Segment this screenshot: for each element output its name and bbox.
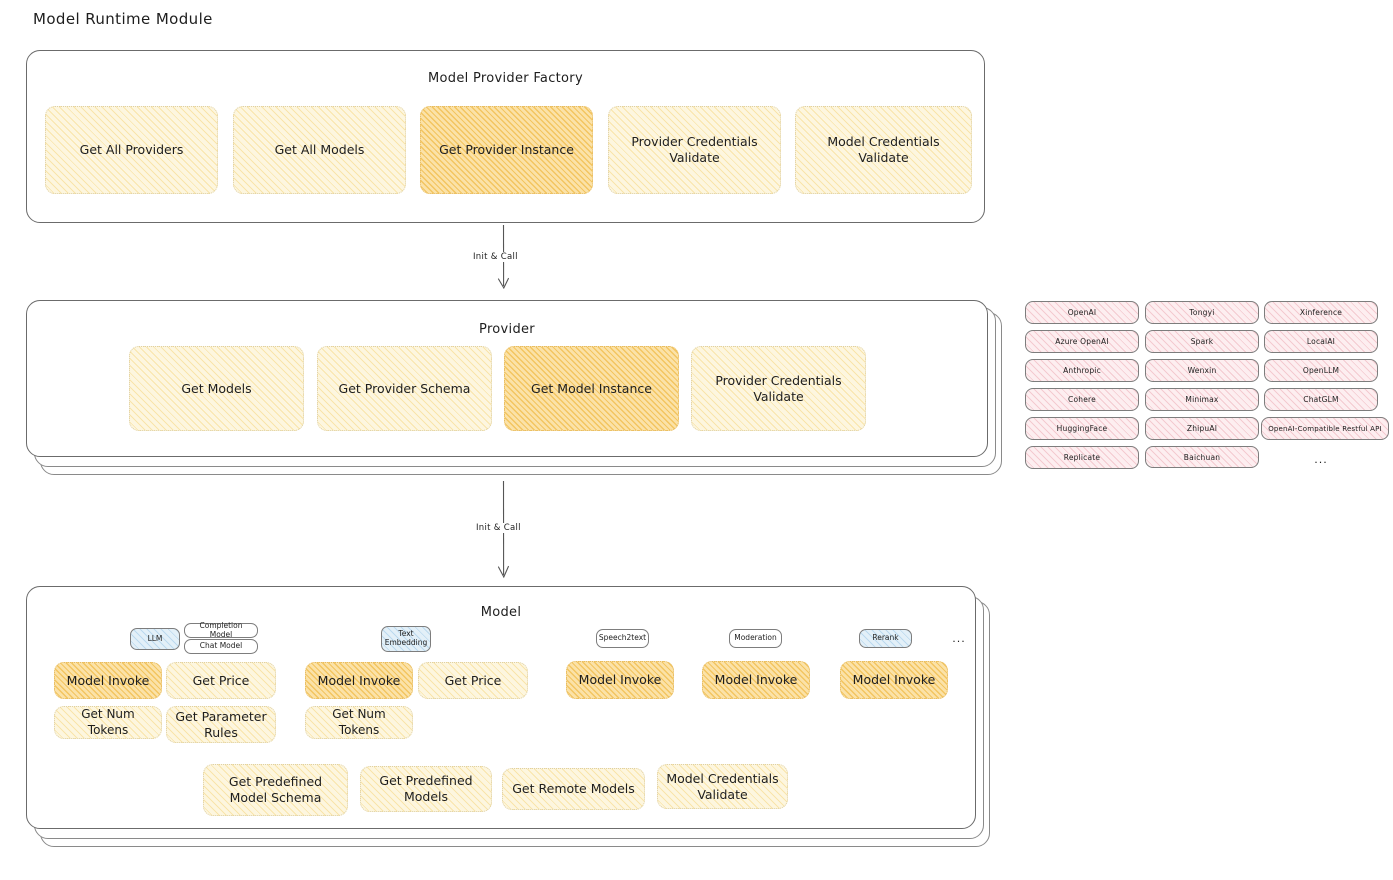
card-llm-get-price[interactable]: Get Price xyxy=(166,662,276,699)
page-title: Model Runtime Module xyxy=(33,10,213,28)
card-get-models[interactable]: Get Models xyxy=(129,346,304,431)
card-get-provider-instance[interactable]: Get Provider Instance xyxy=(420,106,593,194)
card-get-provider-schema[interactable]: Get Provider Schema xyxy=(317,346,492,431)
provider-chip-minimax[interactable]: Minimax xyxy=(1145,388,1259,411)
model-type-chip-text-embedding[interactable]: Text Embedding xyxy=(381,626,431,652)
model-type-chip-speech2text[interactable]: Speech2text xyxy=(596,629,649,648)
provider-chip-localai[interactable]: LocalAI xyxy=(1264,330,1378,353)
provider-chip-wenxin[interactable]: Wenxin xyxy=(1145,359,1259,382)
card-model-credentials-validate[interactable]: Model Credentials Validate xyxy=(795,106,972,194)
model-type-chip-moderation[interactable]: Moderation xyxy=(729,629,782,648)
model-subtype-chip-completion-model[interactable]: Completion Model xyxy=(184,621,258,638)
provider-chip-cohere[interactable]: Cohere xyxy=(1025,388,1139,411)
model-type-chip-rerank[interactable]: Rerank xyxy=(859,629,912,648)
card-get-model-instance[interactable]: Get Model Instance xyxy=(504,346,679,431)
card-llm-model-invoke[interactable]: Model Invoke xyxy=(54,662,162,699)
provider-chip-azure-openai[interactable]: Azure OpenAI xyxy=(1025,330,1139,353)
model-type-chip-llm[interactable]: LLM xyxy=(130,628,180,650)
model-provider-factory-title: Model Provider Factory xyxy=(428,71,583,86)
card-get-all-providers[interactable]: Get All Providers xyxy=(45,106,218,194)
model-types-more: ... xyxy=(952,632,966,645)
provider-chip-openai[interactable]: OpenAI xyxy=(1025,301,1139,324)
provider-chip-openllm[interactable]: OpenLLM xyxy=(1264,359,1378,382)
card-moderation-model-invoke[interactable]: Model Invoke xyxy=(702,661,810,699)
card-speech2text-model-invoke[interactable]: Model Invoke xyxy=(566,661,674,699)
card-rerank-model-invoke[interactable]: Model Invoke xyxy=(840,661,948,699)
provider-chip-chatglm[interactable]: ChatGLM xyxy=(1264,388,1378,411)
provider-title: Provider xyxy=(479,322,535,337)
provider-chip-baichuan[interactable]: Baichuan xyxy=(1145,446,1259,468)
card-llm-get-num-tokens[interactable]: Get Num Tokens xyxy=(54,706,162,739)
card-get-all-models[interactable]: Get All Models xyxy=(233,106,406,194)
provider-chip-tongyi[interactable]: Tongyi xyxy=(1145,301,1259,324)
model-subtype-chip-chat-model[interactable]: Chat Model xyxy=(184,639,258,654)
arrow-label-init-and-call-1: Init & Call xyxy=(470,252,521,262)
provider-chip-zhipuai[interactable]: ZhipuAI xyxy=(1145,417,1259,440)
card-get-predefined-model-schema[interactable]: Get Predefined Model Schema xyxy=(203,764,348,816)
card-llm-get-parameter-rules[interactable]: Get Parameter Rules xyxy=(166,706,276,743)
provider-chip-replicate[interactable]: Replicate xyxy=(1025,446,1139,469)
provider-chip-xinference[interactable]: Xinference xyxy=(1264,301,1378,324)
provider-chip-spark[interactable]: Spark xyxy=(1145,330,1259,353)
provider-list-more: ... xyxy=(1314,453,1328,466)
card-provider-credentials-validate-2[interactable]: Provider Credentials Validate xyxy=(691,346,866,431)
provider-chip-openai-compatible-restful-api[interactable]: OpenAI-Compatible Restful API xyxy=(1261,417,1389,440)
card-provider-credentials-validate[interactable]: Provider Credentials Validate xyxy=(608,106,781,194)
provider-chip-anthropic[interactable]: Anthropic xyxy=(1025,359,1139,382)
card-text-embedding-get-num-tokens[interactable]: Get Num Tokens xyxy=(305,706,413,739)
card-get-remote-models[interactable]: Get Remote Models xyxy=(502,768,645,810)
arrow-factory-to-provider xyxy=(497,224,509,290)
card-model-credentials-validate-2[interactable]: Model Credentials Validate xyxy=(657,764,788,809)
model-title: Model xyxy=(480,605,522,620)
provider-chip-huggingface[interactable]: HuggingFace xyxy=(1025,417,1139,440)
card-text-embedding-model-invoke[interactable]: Model Invoke xyxy=(305,662,413,699)
card-text-embedding-get-price[interactable]: Get Price xyxy=(418,662,528,699)
arrow-label-init-and-call-2: Init & Call xyxy=(473,523,524,533)
card-get-predefined-models[interactable]: Get Predefined Models xyxy=(360,766,492,812)
